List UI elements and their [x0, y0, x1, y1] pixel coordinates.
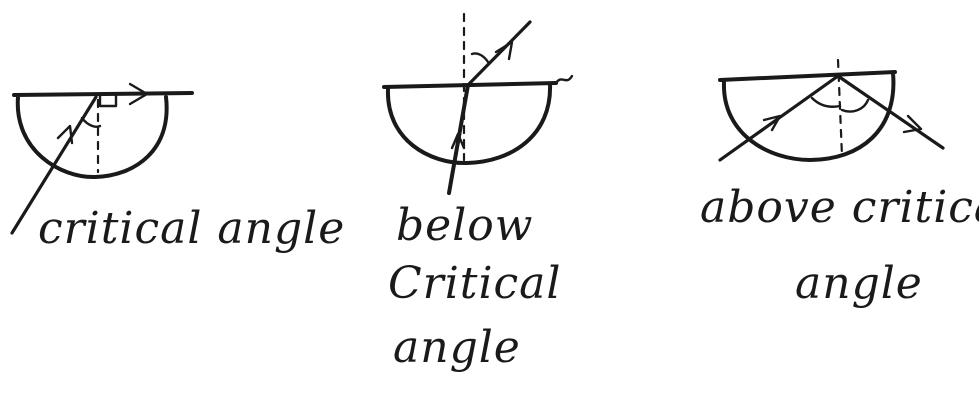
ray-arrowhead-in-2: [450, 132, 466, 150]
semicircle-block-3: [718, 70, 897, 162]
incident-ray-2: [447, 83, 470, 195]
label-above-critical: above critical: [700, 182, 979, 233]
panel-below-critical-angle: below Critical angle: [382, 12, 574, 373]
ray-arrowhead-2: [494, 40, 514, 61]
semicircle-block-2: [382, 81, 558, 166]
angle-arc-3a: [810, 96, 842, 108]
angle-arc-3b: [840, 98, 870, 113]
reflected-ray-3: [836, 74, 945, 150]
label-angle-3: angle: [795, 258, 923, 309]
label-critical-angle: critical angle: [38, 203, 345, 254]
angle-arc-1: [80, 116, 102, 128]
ray-arrowhead-3a: [762, 114, 782, 132]
refracted-ray-2: [466, 20, 532, 87]
label-critical: Critical: [388, 258, 561, 309]
label-angle-2: angle: [393, 322, 521, 373]
ray-arrowhead-1: [56, 124, 74, 145]
angle-arc-2: [470, 52, 490, 64]
label-below: below: [396, 200, 533, 251]
refracted-ray-arrowhead-1: [128, 82, 149, 106]
semicircle-block-1: [12, 91, 194, 180]
panel-above-critical-angle: above critical angle: [700, 58, 979, 309]
ray-arrowhead-3b: [902, 114, 923, 134]
right-angle-marker-1: [98, 93, 118, 108]
surface-end-mark-2: [554, 74, 574, 85]
panel-critical-angle: critical angle: [10, 82, 345, 254]
